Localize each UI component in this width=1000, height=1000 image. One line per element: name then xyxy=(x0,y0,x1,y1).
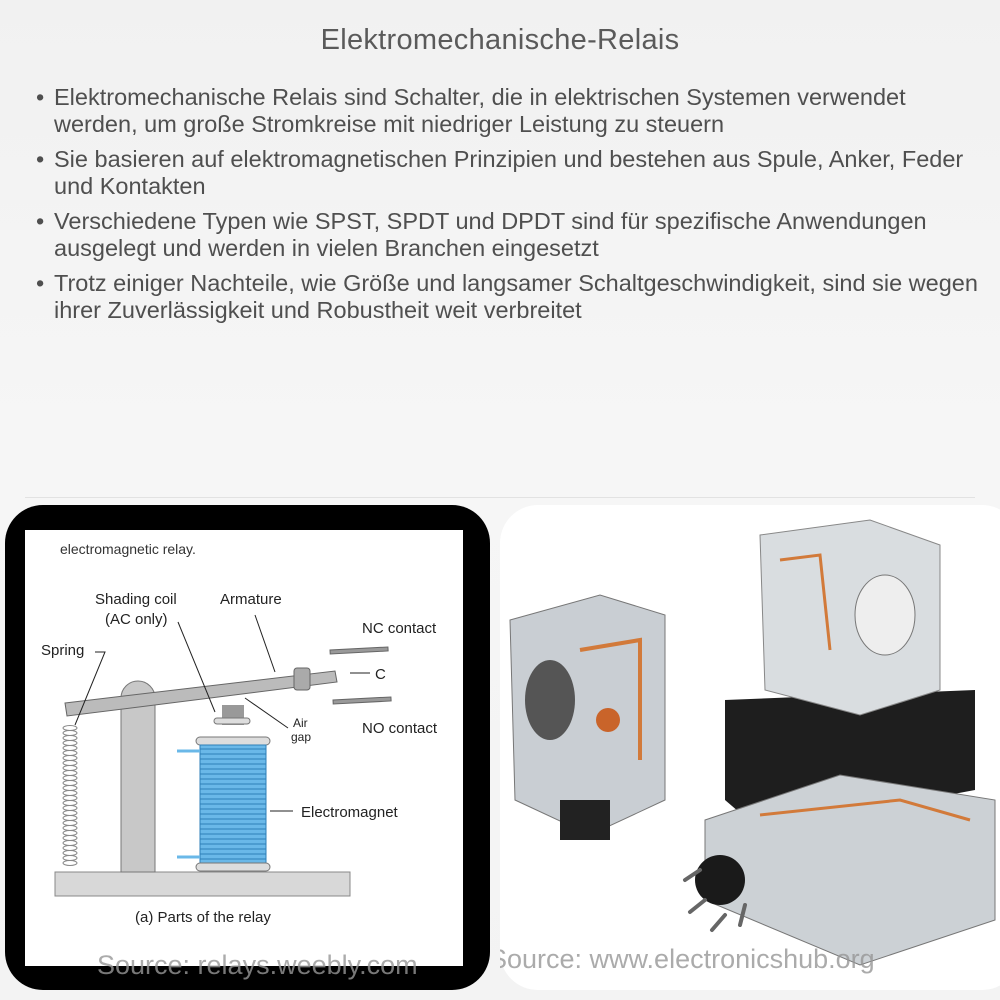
base-plate xyxy=(54,871,351,897)
bullet-item: Sie basieren auf elektromagnetischen Pri… xyxy=(30,146,980,199)
nc-contact-strip xyxy=(329,646,389,655)
relay-left xyxy=(509,594,666,836)
pivot-pillar xyxy=(120,680,156,873)
relay-back xyxy=(759,519,941,716)
spring-turn xyxy=(62,730,78,736)
spring-turn xyxy=(62,755,78,761)
label-spring: Spring xyxy=(41,642,84,659)
diagram-caption: (a) Parts of the relay xyxy=(135,909,271,926)
diagram-source: Source: relays.weebly.com xyxy=(97,950,418,980)
photo-source-clip: Source: www.electronicshub.org xyxy=(500,944,1000,978)
spring-turn xyxy=(62,775,78,781)
spring-turn xyxy=(62,835,78,841)
relay-diagram: electromagnetic relay. Shading coil (AC … xyxy=(25,530,463,966)
label-armature: Armature xyxy=(220,591,282,608)
spring-turn xyxy=(62,810,78,816)
relay-front-pins xyxy=(683,868,747,932)
label-nc-contact: NC contact xyxy=(362,620,437,637)
spring-turn xyxy=(62,770,78,776)
coil-bottom-flange xyxy=(195,862,271,872)
relay-back-coil xyxy=(854,574,916,656)
spring-turn xyxy=(62,725,78,731)
coil-top-flange xyxy=(195,736,271,746)
spring-turn xyxy=(62,760,78,766)
relay-front-wire xyxy=(759,798,971,822)
relay-back-wire xyxy=(779,553,832,651)
spring-turn xyxy=(62,860,78,866)
spring-turn xyxy=(62,750,78,756)
label-c: C xyxy=(375,666,386,683)
label-gap: gap xyxy=(291,730,311,744)
bullet-item: Elektromechanische Relais sind Schalter,… xyxy=(30,84,980,137)
leader-lines xyxy=(74,614,370,812)
relay-left-base xyxy=(560,800,610,840)
spring-turn xyxy=(62,855,78,861)
relay-photo-illustration xyxy=(509,519,996,966)
relay-left-wire xyxy=(579,637,642,760)
relay-photo xyxy=(500,505,1000,990)
photo-source: Source: www.electronicshub.org xyxy=(500,944,875,974)
spring-turn xyxy=(62,830,78,836)
label-ac-only: (AC only) xyxy=(105,611,168,628)
spring-turn xyxy=(62,840,78,846)
relay-left-contact xyxy=(596,708,620,732)
spring-turn xyxy=(62,800,78,806)
relay-left-coil xyxy=(525,660,575,740)
spring-turn xyxy=(62,785,78,791)
label-air: Air xyxy=(293,716,308,730)
bullet-list: Elektromechanische Relais sind Schalter,… xyxy=(30,84,980,332)
spring-turn xyxy=(62,790,78,796)
spring-turn xyxy=(62,805,78,811)
spring-turn xyxy=(62,850,78,856)
no-contact-strip xyxy=(332,696,392,705)
label-no-contact: NO contact xyxy=(362,720,438,737)
spring-turn xyxy=(62,780,78,786)
spring-turn xyxy=(62,815,78,821)
diagram-heading: electromagnetic relay. xyxy=(60,541,196,557)
spring-turn xyxy=(62,745,78,751)
bullet-item: Verschiedene Typen wie SPST, SPDT und DP… xyxy=(30,208,980,261)
divider xyxy=(25,497,975,498)
spring-turn xyxy=(62,765,78,771)
spring-turn xyxy=(62,735,78,741)
spring-turn xyxy=(62,820,78,826)
spring-turn xyxy=(62,795,78,801)
coil-windings xyxy=(200,748,266,860)
spring-turn xyxy=(62,845,78,851)
relay-diagram-illustration: electromagnetic relay. Shading coil (AC … xyxy=(41,541,438,926)
page-title: Elektromechanische-Relais xyxy=(320,24,680,56)
shading-ring xyxy=(213,717,251,725)
label-electromagnet: Electromagnet xyxy=(301,804,399,821)
spring-turn xyxy=(62,825,78,831)
relay-front-plug xyxy=(695,855,745,905)
spring-turn xyxy=(62,740,78,746)
armature xyxy=(64,670,338,717)
bullet-item: Trotz einiger Nachteile, wie Größe und l… xyxy=(30,270,980,323)
armature-collar xyxy=(293,667,311,691)
spring-coil xyxy=(62,725,78,866)
label-shading-coil: Shading coil xyxy=(95,591,177,608)
